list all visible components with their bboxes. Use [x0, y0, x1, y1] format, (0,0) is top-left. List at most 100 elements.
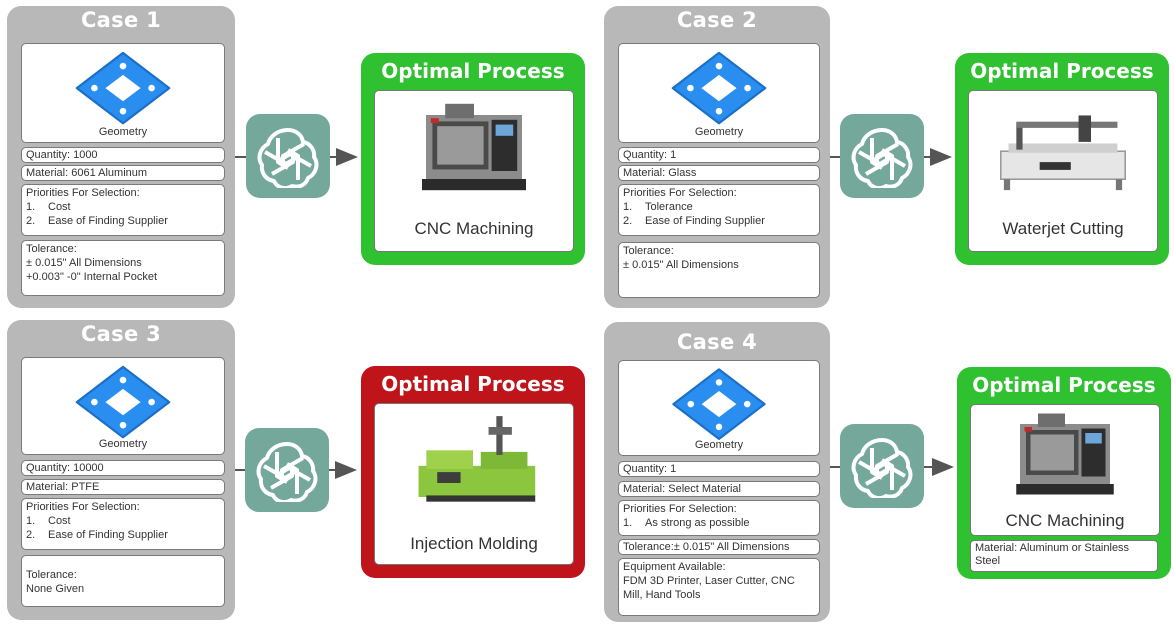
priorities-box: Priorities For Selection: 1.Tolerance 2.… [618, 184, 820, 236]
priorities-heading: Priorities For Selection: [623, 187, 737, 199]
connector-line [235, 469, 249, 471]
tolerance-heading: Tolerance: [26, 569, 77, 581]
quantity-field: Quantity: 1000 [21, 147, 225, 163]
geometry-icon [68, 48, 178, 126]
case-1-panel: Case 1 Geometry Quantity: 1000 Material:… [7, 6, 235, 308]
equipment-box: Equipment Available: FDM 3D Printer, Las… [618, 558, 820, 616]
case-title: Case 4 [676, 330, 758, 354]
tolerance-line: None Given [26, 583, 85, 595]
cnc-machine-icon [1005, 409, 1125, 499]
tolerance-heading: Tolerance: [26, 243, 77, 255]
quantity-field: Quantity: 1 [618, 147, 820, 163]
process-image-box: Waterjet Cutting [968, 90, 1158, 252]
priority-item: 1.As strong as possible [623, 517, 750, 529]
geometry-box: Geometry [21, 357, 225, 455]
priorities-heading: Priorities For Selection: [623, 503, 737, 515]
material-field: Material: Glass [618, 165, 820, 181]
right-arrow-icon [336, 148, 358, 166]
process-image-box: CNC Machining [374, 90, 574, 252]
ai-tile [246, 114, 330, 198]
tolerance-field: Tolerance:± 0.015" All Dimensions [618, 539, 820, 555]
geometry-label: Geometry [98, 126, 148, 138]
geometry-label: Geometry [98, 438, 148, 450]
case-title: Case 3 [80, 322, 162, 346]
process-label: CNC Machining [414, 219, 534, 238]
right-arrow-icon [930, 148, 952, 166]
optimal-process-title: Optimal Process [381, 372, 565, 396]
arrow-line [330, 156, 340, 158]
case-title: Case 2 [676, 8, 758, 32]
result-note-line: Steel [975, 555, 1001, 567]
arrow-line [924, 466, 936, 468]
geometry-box: Geometry [618, 360, 820, 456]
optimal-process-title: Optimal Process [972, 373, 1156, 397]
optimal-process-card: Optimal Process Injection Molding [361, 366, 585, 578]
priorities-box: Priorities For Selection: 1.Cost 2.Ease … [21, 184, 225, 236]
quantity-field: Quantity: 10000 [21, 460, 225, 476]
tolerance-box: Tolerance: None Given [21, 555, 225, 607]
priorities-box: Priorities For Selection: 1.Cost 2.Ease … [21, 498, 225, 550]
right-arrow-icon [335, 461, 357, 479]
priority-item: 2.Ease of Finding Supplier [26, 215, 168, 227]
equipment-line: FDM 3D Printer, Laser Cutter, CNC [623, 575, 795, 587]
case-4-panel: Case 4 Geometry Quantity: 1 Material: Se… [604, 322, 830, 622]
cnc-machine-icon [410, 99, 538, 195]
priority-item: 1.Tolerance [623, 201, 693, 213]
waterjet-cutter-icon [993, 109, 1133, 195]
right-arrow-icon [932, 458, 954, 476]
optimal-process-card: Optimal Process CNC Machining Material: … [957, 367, 1171, 579]
priority-item: 1.Cost [26, 515, 71, 527]
geometry-icon [68, 362, 178, 440]
geometry-box: Geometry [21, 43, 225, 143]
process-label: CNC Machining [1005, 511, 1125, 530]
material-field: Material: Select Material [618, 481, 820, 497]
tolerance-line: ± 0.015" All Dimensions [26, 257, 142, 269]
priorities-heading: Priorities For Selection: [26, 501, 140, 513]
case-3-panel: Case 3 Geometry Quantity: 10000 Material… [7, 320, 235, 620]
material-field: Material: PTFE [21, 479, 225, 495]
injection-molding-machine-icon [403, 410, 543, 514]
arrow-line [329, 469, 339, 471]
quantity-field: Quantity: 1 [618, 461, 820, 477]
equipment-heading: Equipment Available: [623, 561, 726, 573]
result-note: Material: Aluminum or Stainless Steel [970, 540, 1158, 572]
equipment-line: Mill, Hand Tools [623, 589, 701, 601]
process-label: Waterjet Cutting [1002, 219, 1124, 238]
geometry-icon [664, 365, 774, 441]
priority-item: 2.Ease of Finding Supplier [623, 215, 765, 227]
connector-line [830, 466, 844, 468]
optimal-process-title: Optimal Process [381, 59, 565, 83]
openai-knot-icon [850, 434, 914, 498]
optimal-process-title: Optimal Process [970, 59, 1154, 83]
tolerance-box: Tolerance: ± 0.015" All Dimensions [618, 242, 820, 298]
tolerance-box: Tolerance: ± 0.015" All Dimensions +0.00… [21, 240, 225, 296]
case-title: Case 1 [80, 8, 162, 32]
process-image-box: CNC Machining [970, 404, 1160, 536]
openai-knot-icon [256, 124, 320, 188]
tolerance-line: +0.003" -0" Internal Pocket [26, 271, 158, 283]
geometry-label: Geometry [694, 439, 744, 451]
priorities-heading: Priorities For Selection: [26, 187, 140, 199]
geometry-icon [664, 48, 774, 126]
priorities-box: Priorities For Selection: 1.As strong as… [618, 500, 820, 536]
geometry-label: Geometry [694, 126, 744, 138]
result-note-line: Material: Aluminum or Stainless [975, 542, 1130, 554]
priority-item: 1.Cost [26, 201, 71, 213]
tolerance-line: ± 0.015" All Dimensions [623, 259, 739, 271]
optimal-process-card: Optimal Process Waterjet Cutting [955, 53, 1169, 265]
ai-tile [245, 428, 329, 512]
case-2-panel: Case 2 Geometry Quantity: 1 Material: Gl… [604, 6, 830, 308]
openai-knot-icon [255, 438, 319, 502]
priority-item: 2.Ease of Finding Supplier [26, 529, 168, 541]
optimal-process-card: Optimal Process CNC Machining [361, 53, 585, 265]
material-field: Material: 6061 Aluminum [21, 165, 225, 181]
ai-tile [840, 424, 924, 508]
openai-knot-icon [850, 124, 914, 188]
arrow-line [924, 156, 934, 158]
process-label: Injection Molding [410, 534, 538, 553]
geometry-box: Geometry [618, 43, 820, 143]
tolerance-heading: Tolerance: [623, 245, 674, 257]
connector-line [235, 156, 250, 158]
process-image-box: Injection Molding [374, 403, 574, 565]
connector-line [830, 156, 844, 158]
